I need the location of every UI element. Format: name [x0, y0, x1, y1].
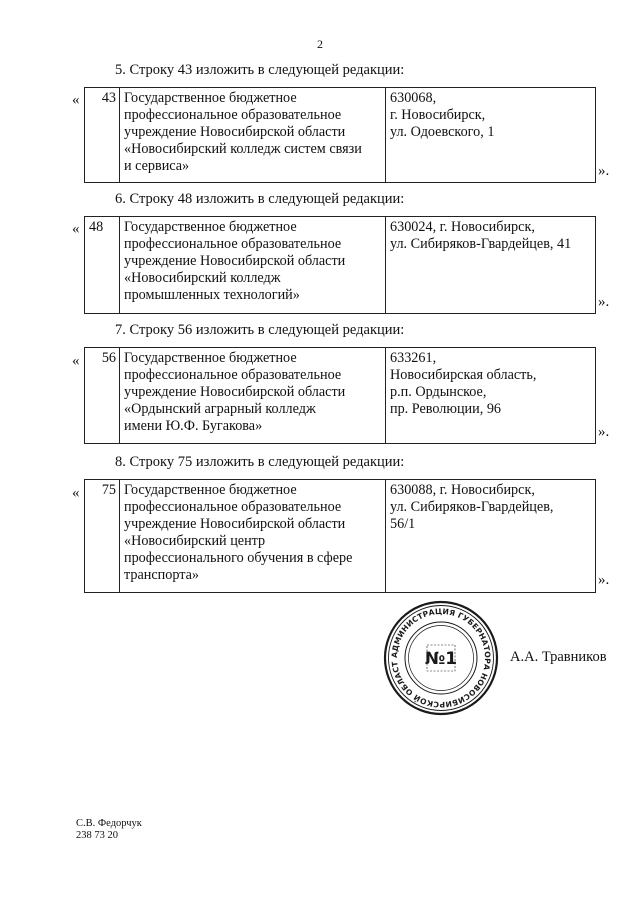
table-row: 48 Государственное бюджетное профессиона…	[84, 216, 596, 314]
signature-name: А.А. Травников	[510, 649, 607, 665]
open-quote: «	[72, 353, 80, 369]
amendment-table: 75 Государственное бюджетное профессиона…	[84, 479, 596, 593]
page-number: 2	[317, 37, 323, 51]
close-quote: ».	[598, 424, 610, 440]
amendment-table: 48 Государственное бюджетное профессиона…	[84, 216, 596, 314]
institution-address: 633261, Новосибирская область, р.п. Орды…	[385, 347, 596, 444]
row-number: 75	[84, 479, 120, 593]
row-number: 48	[84, 216, 120, 314]
amendment-table: 43 Государственное бюджетное профессиона…	[84, 87, 596, 183]
institution-address: 630024, г. Новосибирск, ул. Сибиряков-Гв…	[385, 216, 596, 314]
svg-text:№1: №1	[425, 649, 457, 669]
institution-address: 630088, г. Новосибирск, ул. Сибиряков-Гв…	[385, 479, 596, 593]
open-quote: «	[72, 92, 80, 108]
official-seal-icon: АДМИНИСТРАЦИЯ ГУБЕРНАТОРА НОВОСИБИРСКОЙ …	[383, 600, 499, 716]
author-name: С.В. Федорчук	[76, 818, 142, 829]
author-phone: 238 73 20	[76, 830, 118, 841]
instruction-line: 6. Строку 48 изложить в следующей редакц…	[115, 191, 405, 207]
document-footer: С.В. Федорчук 238 73 20	[76, 818, 142, 842]
open-quote: «	[72, 485, 80, 501]
table-row: 43 Государственное бюджетное профессиона…	[84, 87, 596, 183]
amendment-table: 56 Государственное бюджетное профессиона…	[84, 347, 596, 444]
instruction-line: 5. Строку 43 изложить в следующей редакц…	[115, 62, 405, 78]
close-quote: ».	[598, 294, 610, 310]
open-quote: «	[72, 221, 80, 237]
instruction-line: 7. Строку 56 изложить в следующей редакц…	[115, 322, 405, 338]
instruction-line: 8. Строку 75 изложить в следующей редакц…	[115, 454, 405, 470]
row-number: 56	[84, 347, 120, 444]
institution-name: Государственное бюджетное профессиональн…	[119, 87, 386, 183]
table-row: 75 Государственное бюджетное профессиона…	[84, 479, 596, 593]
close-quote: ».	[598, 163, 610, 179]
table-row: 56 Государственное бюджетное профессиона…	[84, 347, 596, 444]
institution-name: Государственное бюджетное профессиональн…	[119, 216, 386, 314]
institution-name: Государственное бюджетное профессиональн…	[119, 347, 386, 444]
institution-address: 630068, г. Новосибирск, ул. Одоевского, …	[385, 87, 596, 183]
row-number: 43	[84, 87, 120, 183]
institution-name: Государственное бюджетное профессиональн…	[119, 479, 386, 593]
close-quote: ».	[598, 572, 610, 588]
